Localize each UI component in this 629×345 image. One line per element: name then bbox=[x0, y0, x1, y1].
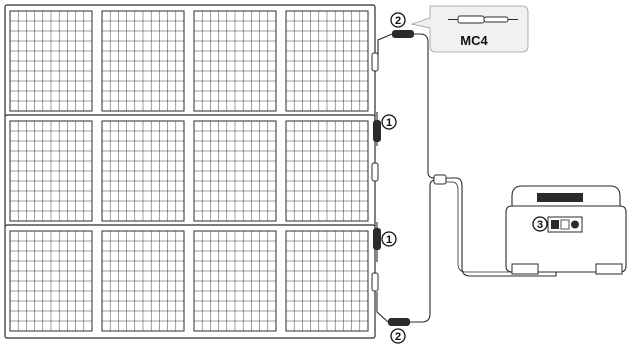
bottom-feed-cable bbox=[410, 179, 437, 323]
junction-box-icon bbox=[371, 52, 379, 72]
station-feed-cable bbox=[446, 177, 557, 277]
power-station-icon bbox=[505, 185, 627, 275]
mc4-connector-icon bbox=[448, 15, 518, 24]
marker-3-label: 3 bbox=[537, 219, 543, 231]
marker-1-lower: 1 bbox=[381, 231, 397, 247]
marker-1-upper: 1 bbox=[381, 114, 397, 130]
marker-2-label: 2 bbox=[395, 15, 401, 27]
solar-panels bbox=[4, 4, 379, 339]
junction-box-icon bbox=[371, 162, 379, 182]
mc4-connector-icon bbox=[388, 318, 410, 326]
y-junction-icon bbox=[433, 174, 447, 185]
marker-2-top: 2 bbox=[390, 12, 406, 28]
handle-icon bbox=[537, 193, 583, 202]
station-feed-cable-2 bbox=[446, 181, 553, 273]
marker-2-label: 2 bbox=[395, 331, 401, 343]
series-connector-icon bbox=[373, 120, 381, 142]
marker-1-label: 1 bbox=[386, 234, 392, 246]
mc4-label: MC4 bbox=[460, 33, 488, 48]
top-feed-cable bbox=[412, 33, 435, 179]
cable-harness bbox=[376, 33, 557, 323]
marker-1-label: 1 bbox=[386, 117, 392, 129]
junction-box-icon bbox=[371, 272, 379, 292]
mc4-connector-icon bbox=[392, 30, 414, 38]
marker-2-bottom: 2 bbox=[390, 328, 406, 344]
mc4-callout: MC4 bbox=[410, 5, 529, 53]
series-connector-icon bbox=[373, 228, 381, 250]
bottom-panel-lead bbox=[376, 292, 398, 323]
connectors bbox=[373, 30, 447, 326]
marker-3: 3 bbox=[532, 216, 548, 232]
